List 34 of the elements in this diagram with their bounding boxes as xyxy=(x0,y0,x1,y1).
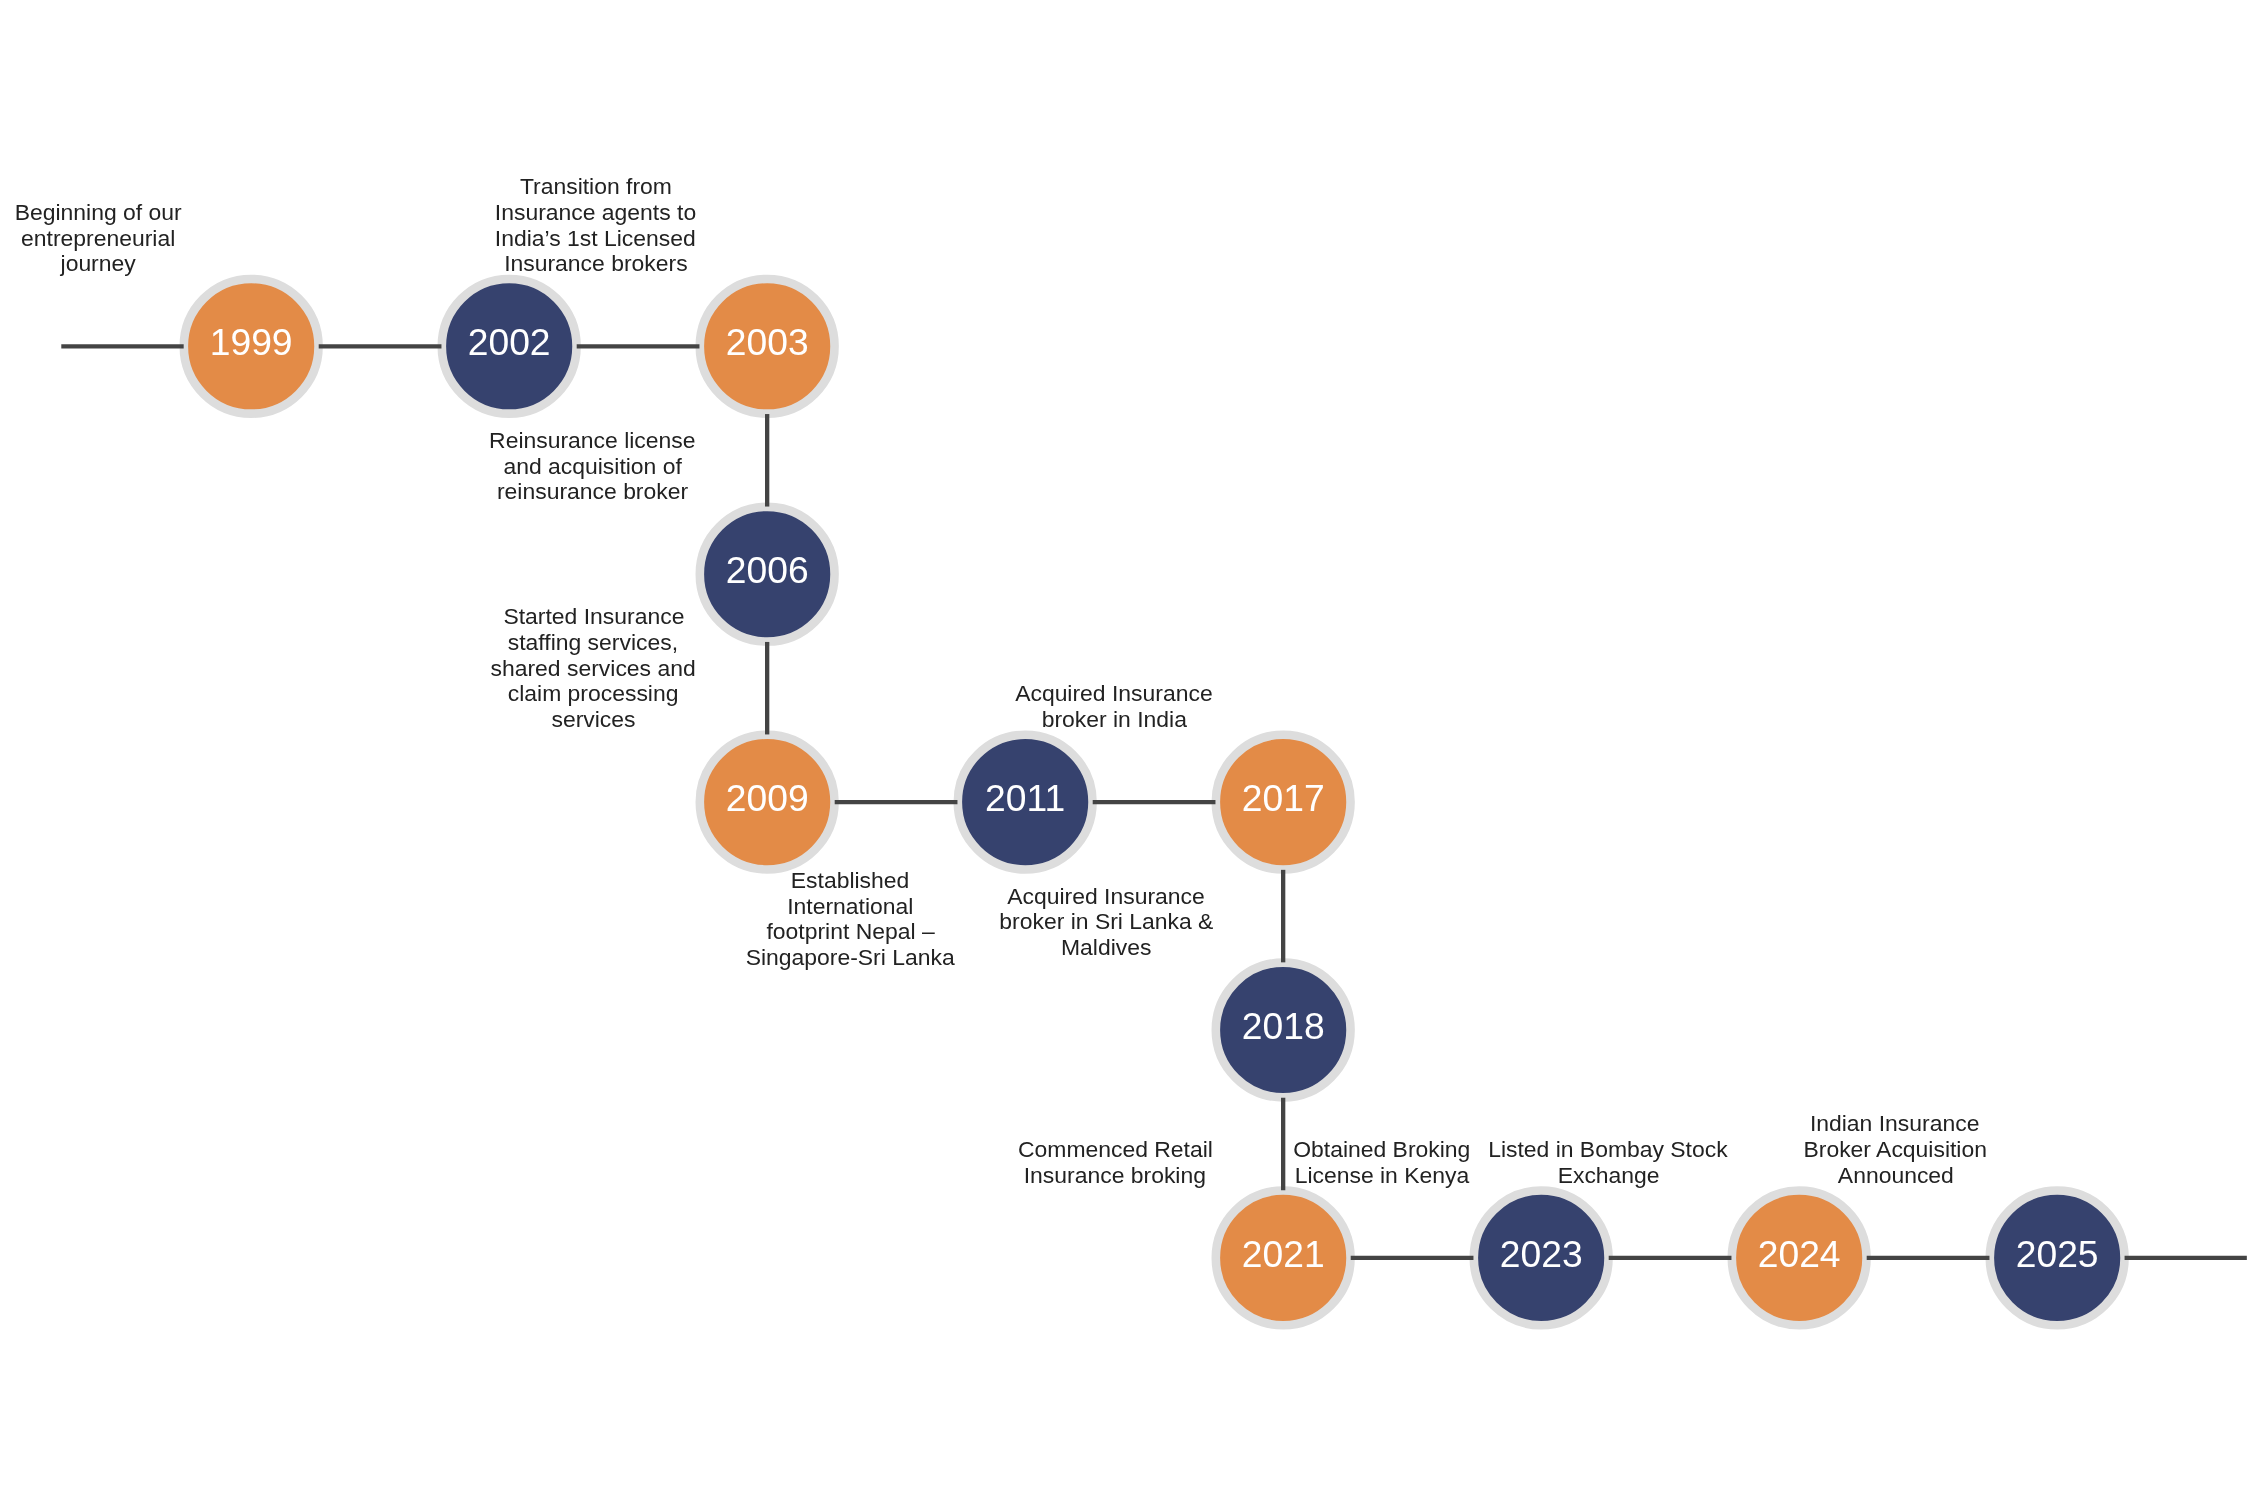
node-label: Beginning of our entrepreneurial journey xyxy=(14,198,182,277)
connector xyxy=(1281,869,1286,963)
node-label: Obtained Broking License in Kenya xyxy=(1293,1136,1471,1189)
node-label: Listed in Bombay Stock Exchange xyxy=(1488,1136,1728,1189)
node-circle: 2023 xyxy=(1469,1186,1613,1330)
connector xyxy=(1350,1255,1474,1261)
node-label: Indian Insurance Broker Acquisition Announced xyxy=(1803,1110,1987,1189)
node-circle: 2006 xyxy=(695,502,839,646)
connector xyxy=(576,344,700,349)
connector xyxy=(2124,1255,2247,1261)
connector xyxy=(1866,1255,1990,1261)
node-circle: 2017 xyxy=(1211,730,1355,874)
node-circle: 2011 xyxy=(953,730,1097,874)
node-circle: 2002 xyxy=(437,274,581,418)
connector xyxy=(1281,1097,1286,1191)
node-label: Started Insurance staffing services, shared services and claim processing services xyxy=(490,603,696,733)
node-circle: 2025 xyxy=(1985,1186,2129,1330)
node-label: Acquired Insurance broker in Sri Lanka & Maldives xyxy=(999,882,1214,961)
connector xyxy=(1092,799,1216,805)
node-circle: 2024 xyxy=(1727,1186,1871,1330)
node-circle: 2003 xyxy=(695,274,839,418)
connector xyxy=(834,799,958,805)
node-label: Reinsurance license and acquisition of reinsurance broker xyxy=(489,426,696,505)
connector xyxy=(1608,1255,1732,1261)
node-circle: 2018 xyxy=(1211,958,1355,1102)
node-circle: 2021 xyxy=(1211,1186,1355,1330)
connector xyxy=(318,344,442,349)
connector xyxy=(765,641,770,735)
node-circle: 1999 xyxy=(179,274,323,418)
connector xyxy=(765,414,770,507)
connector xyxy=(61,344,184,349)
node-label: Acquired Insurance broker in India xyxy=(1015,680,1213,733)
node-label: Transition from Insurance agents to India’s 1st Licensed Insurance brokers xyxy=(494,173,697,277)
node-label: Commenced Retail Insurance broking xyxy=(1018,1136,1213,1189)
